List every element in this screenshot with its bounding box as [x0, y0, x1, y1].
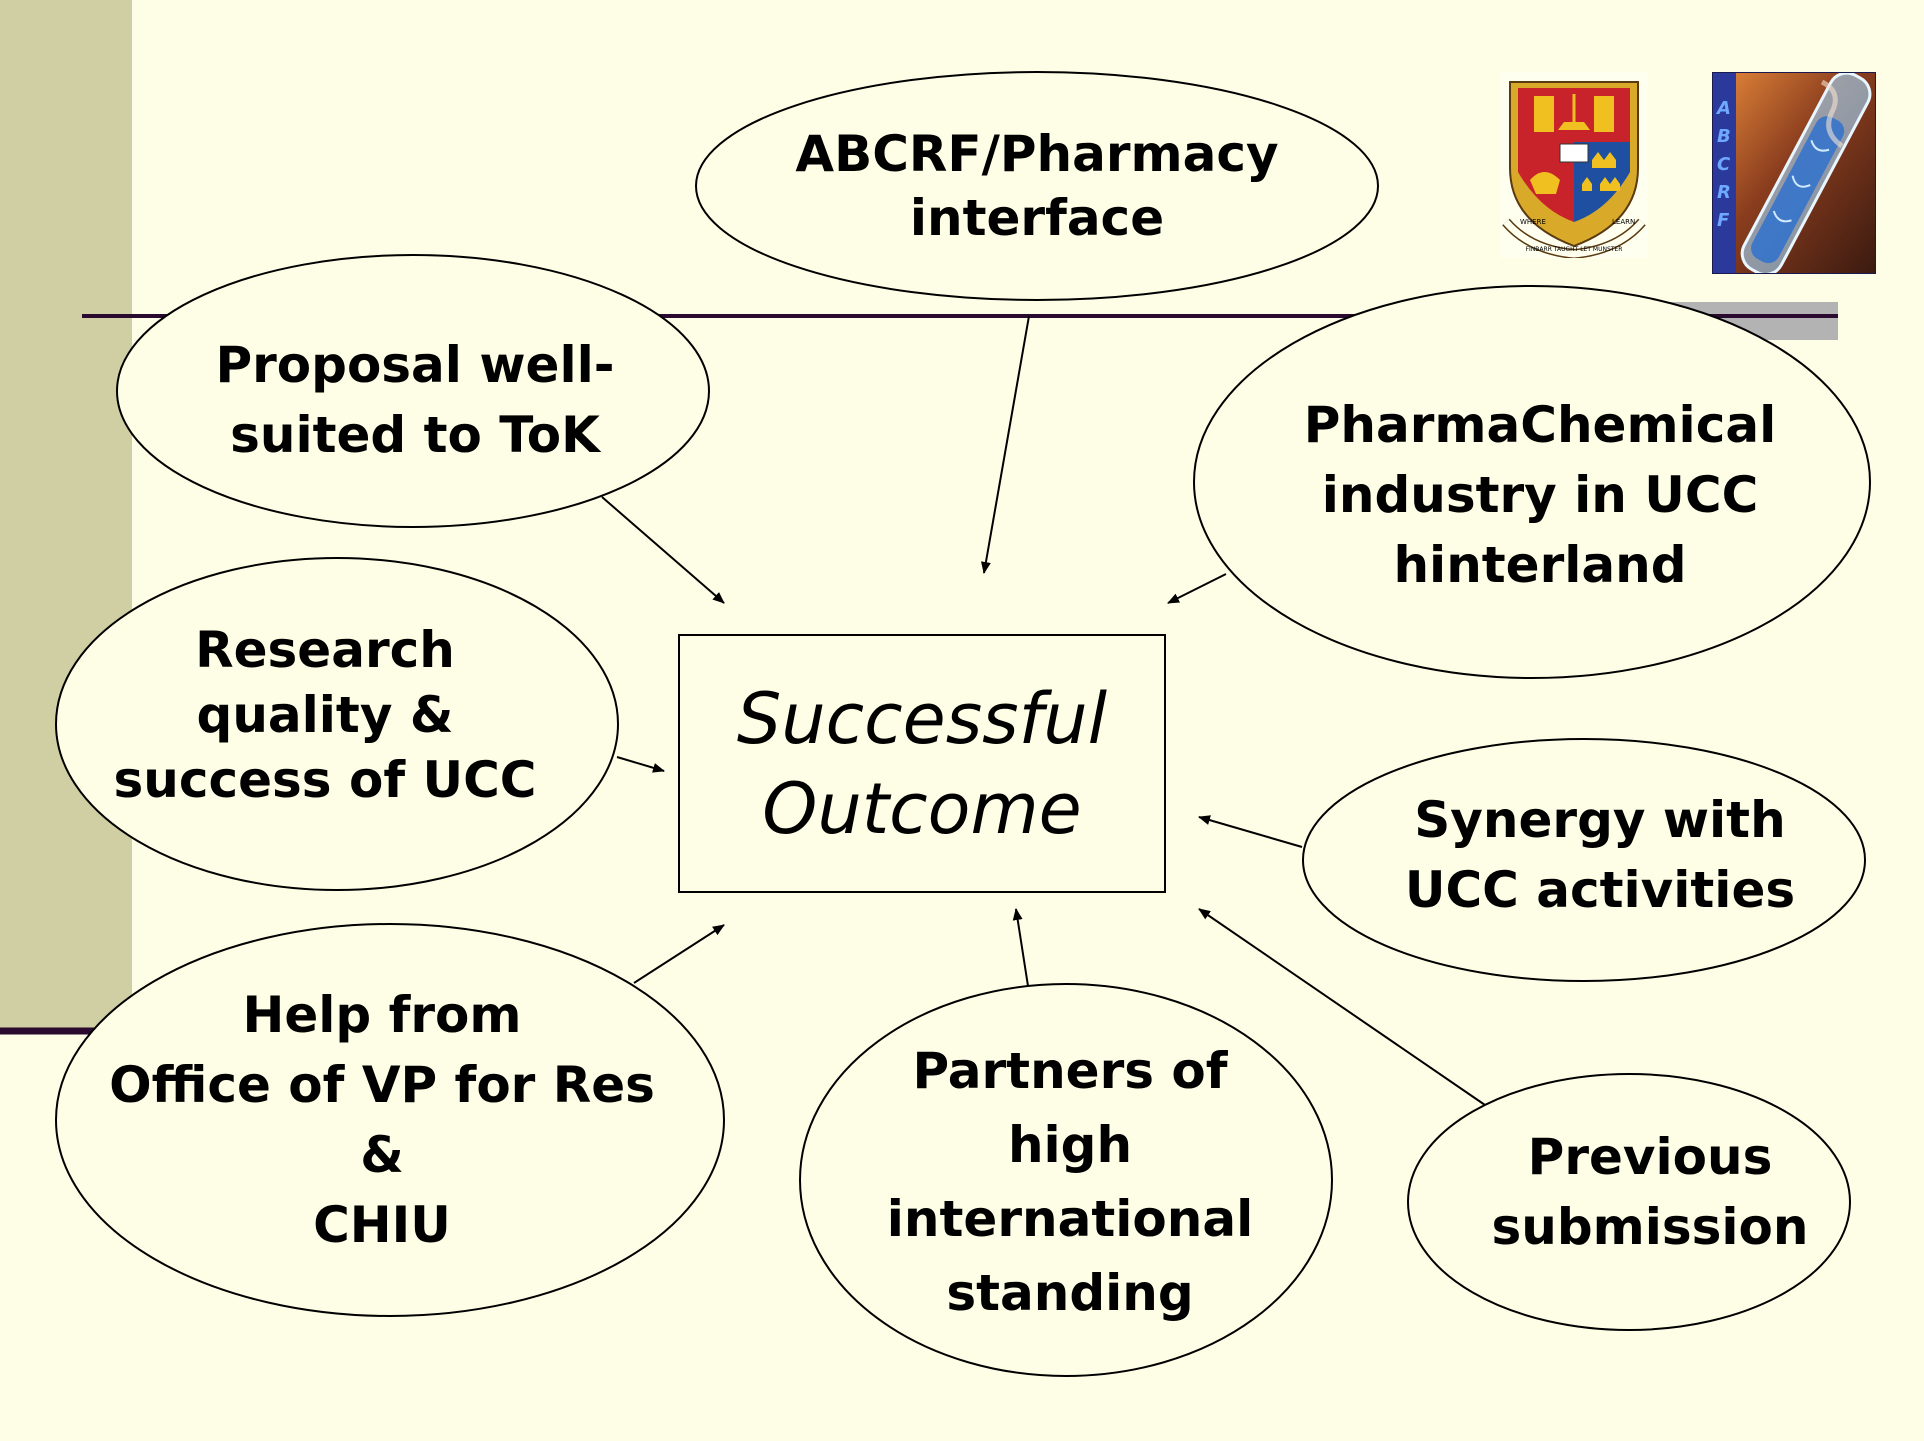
ellipse-pharmachem: [1193, 285, 1871, 679]
arrow-partners: [1012, 908, 1029, 987]
center-outcome-label: Successful Outcome: [736, 677, 1108, 850]
factor-previous-label: Previous submission: [1491, 1128, 1809, 1256]
arrow-proposal: [601, 496, 725, 604]
factor-pharmachem-label: PharmaChemical industry in UCC hinterlan…: [1303, 396, 1777, 594]
abcrf-letter-c: C: [1717, 154, 1731, 175]
abcrf-letter-r: R: [1717, 182, 1731, 203]
factor-partners-label: Partners of high international standing: [886, 1042, 1254, 1322]
ellipse-abcrf: [695, 71, 1379, 301]
ellipse-research: [55, 557, 619, 891]
abcrf-letter-a: A: [1715, 98, 1731, 119]
ellipse-proposal: [116, 254, 710, 528]
factor-synergy-label: Synergy with UCC activities: [1404, 791, 1796, 919]
ellipse-partners: [799, 983, 1333, 1377]
abcrf-letter-b: B: [1717, 126, 1731, 147]
abcrf-test-tube-icon: A B C R F: [1712, 72, 1876, 274]
arrow-pharmachem: [1167, 573, 1227, 604]
factor-research-label: Research quality & success of UCC: [113, 620, 537, 809]
arrow-abcrf: [980, 315, 1030, 574]
center-box: [678, 634, 1166, 893]
arrow-previous: [1198, 908, 1486, 1106]
abcrf-letter-f: F: [1717, 210, 1730, 231]
arrow-synergy: [1198, 815, 1303, 848]
left-sidebar: [0, 0, 132, 1030]
factor-proposal-label: Proposal well- suited to ToK: [215, 336, 615, 464]
ellipse-previous: [1407, 1073, 1851, 1331]
crest-motto-bottom: FINBARR TAUGHT LET MUNSTER: [1526, 246, 1623, 253]
factor-abcrf-label: ABCRF/Pharmacy interface: [795, 125, 1279, 247]
factor-help-label: Help from Office of VP for Res & CHIU: [109, 986, 655, 1254]
crest-motto-right: LEARN: [1612, 218, 1635, 226]
arrow-research: [616, 756, 665, 773]
ellipse-synergy: [1302, 738, 1866, 982]
crest-motto-left: WHERE: [1520, 218, 1546, 226]
ucc-crest-icon: WHERE LEARN FINBARR TAUGHT LET MUNSTER: [1500, 72, 1648, 258]
arrow-help: [633, 924, 725, 984]
ellipse-help: [55, 923, 725, 1317]
